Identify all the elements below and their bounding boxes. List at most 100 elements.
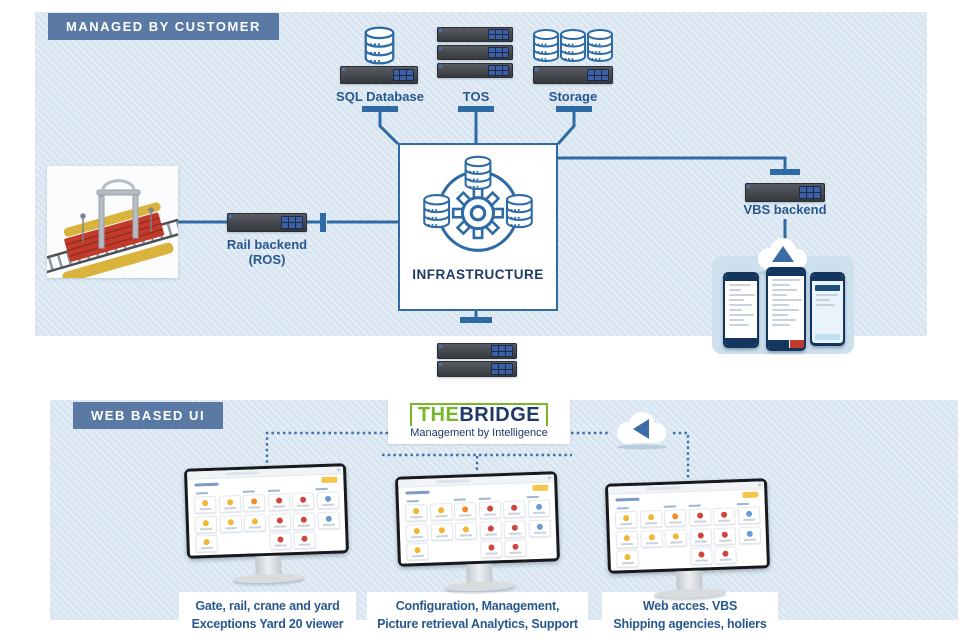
sql-database-label: SQL Database (336, 89, 424, 104)
tile-label-skeleton (224, 526, 237, 529)
rack-drive-grid (491, 345, 513, 357)
tile-label-skeleton (509, 551, 522, 554)
column-header-skeleton (688, 504, 701, 507)
dashboard-tile (195, 534, 218, 553)
rack-drive-cell (502, 53, 509, 57)
dashboard-tile (267, 493, 290, 511)
rack-drive-cell (400, 75, 407, 81)
monitor-2 (394, 471, 561, 597)
dashboard-tile (528, 518, 551, 537)
logo-the: THE (417, 403, 460, 426)
tile-label-skeleton (484, 532, 497, 536)
rack-led (439, 363, 442, 366)
up-arrow (772, 246, 794, 262)
rack-drive-grid (491, 363, 513, 375)
database-icon (505, 194, 533, 229)
avatar-dot (758, 483, 762, 487)
tile-icon (535, 503, 542, 510)
tile-label-skeleton (297, 523, 311, 527)
rack-drive-grid (488, 47, 510, 58)
rack-drive-cell (499, 364, 505, 369)
rack-drive-cell (502, 71, 509, 75)
tile-icon (745, 510, 752, 517)
rack-led (439, 29, 442, 32)
server-rack-icon (437, 45, 513, 60)
tile-icon (746, 530, 753, 537)
rack-drive-cell (807, 186, 813, 192)
column-header-skeleton (315, 487, 328, 491)
footer-button (768, 340, 789, 348)
caption-line: Exceptions Yard 20 viewer (191, 617, 344, 631)
tile-label-skeleton (718, 519, 731, 522)
dashboard-screen (398, 474, 557, 564)
rack-drive-cell (407, 69, 414, 75)
avatar-dot (337, 468, 341, 472)
column-header-skeleton (478, 497, 491, 500)
dashboard-tile (429, 502, 452, 521)
dashboard-tile (291, 492, 315, 511)
dashboard-tile (193, 495, 217, 514)
tile-label-skeleton (272, 505, 285, 508)
caption-line: Configuration, Management, (395, 599, 560, 613)
server-rack-icon (437, 63, 513, 78)
tile-label-skeleton (248, 525, 262, 529)
column-header-skeleton (195, 492, 208, 495)
gear-icon (451, 187, 505, 240)
tile-label-skeleton (411, 554, 424, 558)
tile-icon (251, 498, 258, 505)
dashboard-screen (608, 481, 767, 571)
tile-icon (511, 504, 518, 511)
tile-label-skeleton (645, 541, 658, 544)
tile-icon (697, 531, 704, 539)
dashboard-screen (187, 466, 346, 556)
dashboard-tile (194, 515, 218, 534)
tile-label-skeleton (459, 533, 473, 537)
text-row-skeleton (772, 294, 788, 296)
tile-icon (324, 495, 331, 502)
tile-label-skeleton (223, 507, 236, 510)
tile-icon (275, 497, 282, 504)
rack-drive-cell (489, 66, 495, 70)
rack-drive-cell (602, 69, 608, 75)
dashboard-tile (242, 494, 266, 512)
secondary-button (815, 334, 840, 340)
database-icon (464, 155, 492, 190)
tile-label-skeleton (200, 527, 213, 530)
tile-label-skeleton (435, 534, 448, 537)
dashboard-tile (502, 500, 526, 519)
text-row-skeleton (772, 284, 790, 286)
rack-drive-cell (800, 193, 806, 199)
dashboard-title-skeleton (194, 482, 219, 487)
tile-icon (413, 527, 420, 534)
tile-label-skeleton (248, 506, 261, 509)
tile-icon (437, 507, 444, 514)
server-rack-icon (437, 361, 517, 377)
tile-icon (462, 506, 469, 513)
tile-label-skeleton (532, 511, 545, 515)
cloud-transfer-icon (610, 408, 674, 455)
phone-header-bar (725, 275, 757, 281)
logo-tagline: Management by Intelligence (410, 426, 548, 439)
tile-icon (276, 516, 283, 524)
rack-drive-cell (495, 53, 502, 57)
database-icon (363, 26, 396, 70)
phone-footer-bar (725, 338, 757, 345)
text-row-skeleton (729, 289, 742, 291)
tile-label-skeleton (693, 520, 706, 523)
column-header-skeleton (453, 498, 466, 501)
rack-drive-grid (587, 68, 609, 82)
rack-drive-cell (814, 193, 820, 199)
rack-drive-cell (588, 75, 594, 81)
rack-drive-cell (499, 369, 505, 374)
text-row-skeleton (729, 324, 750, 326)
rack-drive-cell (595, 75, 601, 81)
smartphone-app-mockup (723, 272, 759, 348)
rack-drive-cell (595, 69, 601, 75)
tile-icon (512, 543, 519, 550)
text-row-skeleton (729, 319, 745, 321)
tile-label-skeleton (644, 522, 657, 525)
dashboard-tile (503, 519, 527, 538)
rack-drive-cell (489, 35, 495, 39)
dashboard-tile (404, 503, 428, 522)
text-row-skeleton (772, 319, 796, 321)
